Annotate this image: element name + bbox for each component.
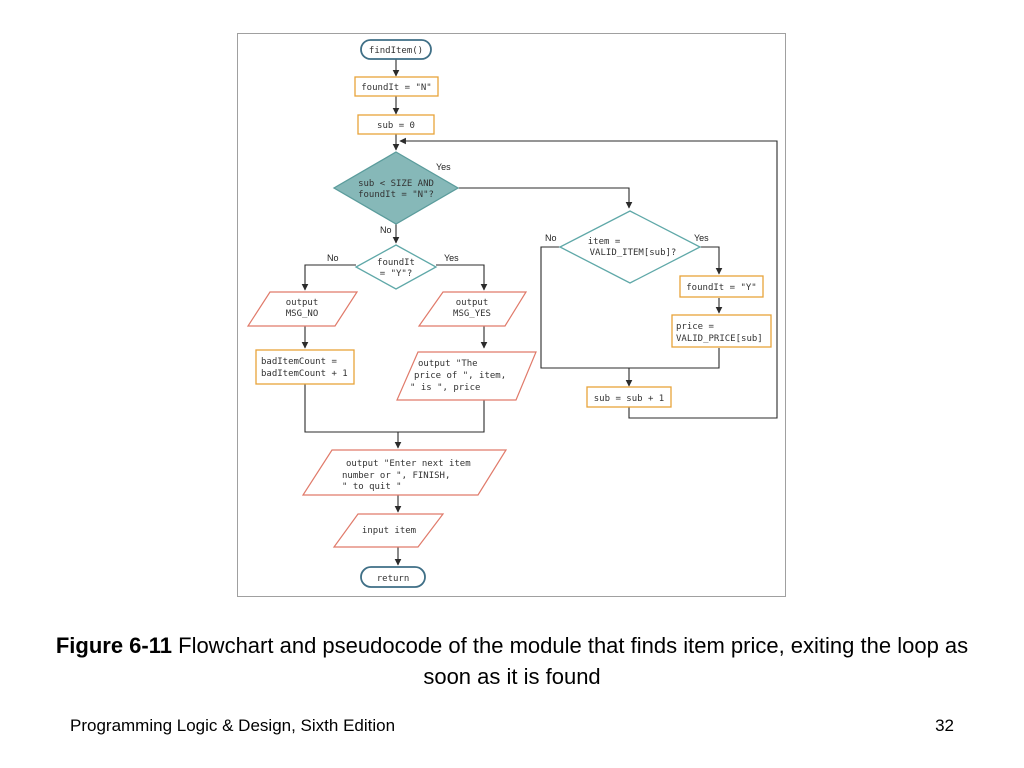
set-price-line-1: price = (676, 322, 715, 332)
output-msg-no-line-2: MSG_NO (286, 309, 319, 319)
output-price-line-1: output "The (418, 359, 478, 369)
output-prompt: output "Enter next item number or ", FIN… (301, 449, 508, 496)
item-check-line-2: VALID_ITEM[sub]? (590, 248, 677, 258)
increment-label: sub = sub + 1 (594, 394, 664, 404)
loop-decision-line-2: foundIt = "N"? (358, 190, 434, 200)
bad-item-count-line-2: badItemCount + 1 (261, 369, 348, 379)
loop-yes-label: Yes (436, 162, 451, 172)
set-found-n-label: foundIt = "N" (361, 83, 431, 93)
output-prompt-line-2: number or ", FINISH, (342, 471, 450, 481)
item-check-line-1: item = (588, 237, 621, 247)
set-price-line-2: VALID_PRICE[sub] (676, 334, 763, 344)
set-price-box: price = VALID_PRICE[sub] (671, 314, 772, 348)
loop-decision: sub < SIZE AND foundIt = "N"? (332, 151, 460, 225)
item-check-yes-label: Yes (694, 233, 709, 243)
input-item: input item (332, 513, 445, 548)
output-price-line-2: price of ", item, (414, 371, 506, 381)
set-found-y-box: foundIt = "Y" (679, 275, 764, 298)
set-found-n-box: foundIt = "N" (354, 76, 439, 97)
output-msg-no: output MSG_NO (246, 291, 359, 327)
found-decision-line-1: foundIt (377, 258, 415, 268)
output-prompt-line-3: " to quit " (342, 482, 402, 492)
footer-book-title: Programming Logic & Design, Sixth Editio… (70, 716, 396, 735)
item-check-no-label: No (545, 233, 557, 243)
found-yes-label: Yes (444, 253, 459, 263)
start-terminal: findItem() (360, 39, 432, 60)
loop-decision-line-1: sub < SIZE AND (358, 179, 434, 189)
output-msg-yes-line-2: MSG_YES (453, 309, 491, 319)
found-decision: foundIt = "Y"? (354, 244, 438, 290)
output-prompt-line-1: output "Enter next item (346, 459, 471, 469)
end-terminal: return (360, 566, 426, 588)
output-msg-no-line-1: output (286, 298, 319, 308)
bad-item-count-line-1: badItemCount = (261, 357, 337, 367)
item-check-decision: item = VALID_ITEM[sub]? (558, 210, 702, 284)
figure-caption: Figure 6-11 Flowchart and pseudocode of … (40, 630, 984, 692)
output-msg-yes: output MSG_YES (417, 291, 528, 327)
input-item-label: input item (362, 526, 416, 536)
set-sub-box: sub = 0 (357, 114, 435, 135)
caption-text: Flowchart and pseudocode of the module t… (178, 633, 969, 689)
output-price: output "The price of ", item, " is ", pr… (396, 351, 537, 401)
output-price-line-3: " is ", price (410, 383, 480, 393)
start-label: findItem() (369, 46, 423, 56)
end-label: return (377, 574, 410, 584)
output-msg-yes-line-1: output (456, 298, 489, 308)
set-sub-label: sub = 0 (377, 121, 415, 131)
loop-no-label: No (380, 225, 392, 235)
found-no-label: No (327, 253, 339, 263)
found-decision-line-2: = "Y"? (380, 269, 413, 279)
set-found-y-label: foundIt = "Y" (686, 283, 756, 293)
figure-number: Figure 6-11 (55, 633, 172, 658)
footer-page-number: 32 (935, 716, 954, 735)
increment-box: sub = sub + 1 (586, 386, 672, 408)
flow-lines (301, 59, 778, 566)
bad-item-count-box: badItemCount = badItemCount + 1 (255, 349, 355, 385)
